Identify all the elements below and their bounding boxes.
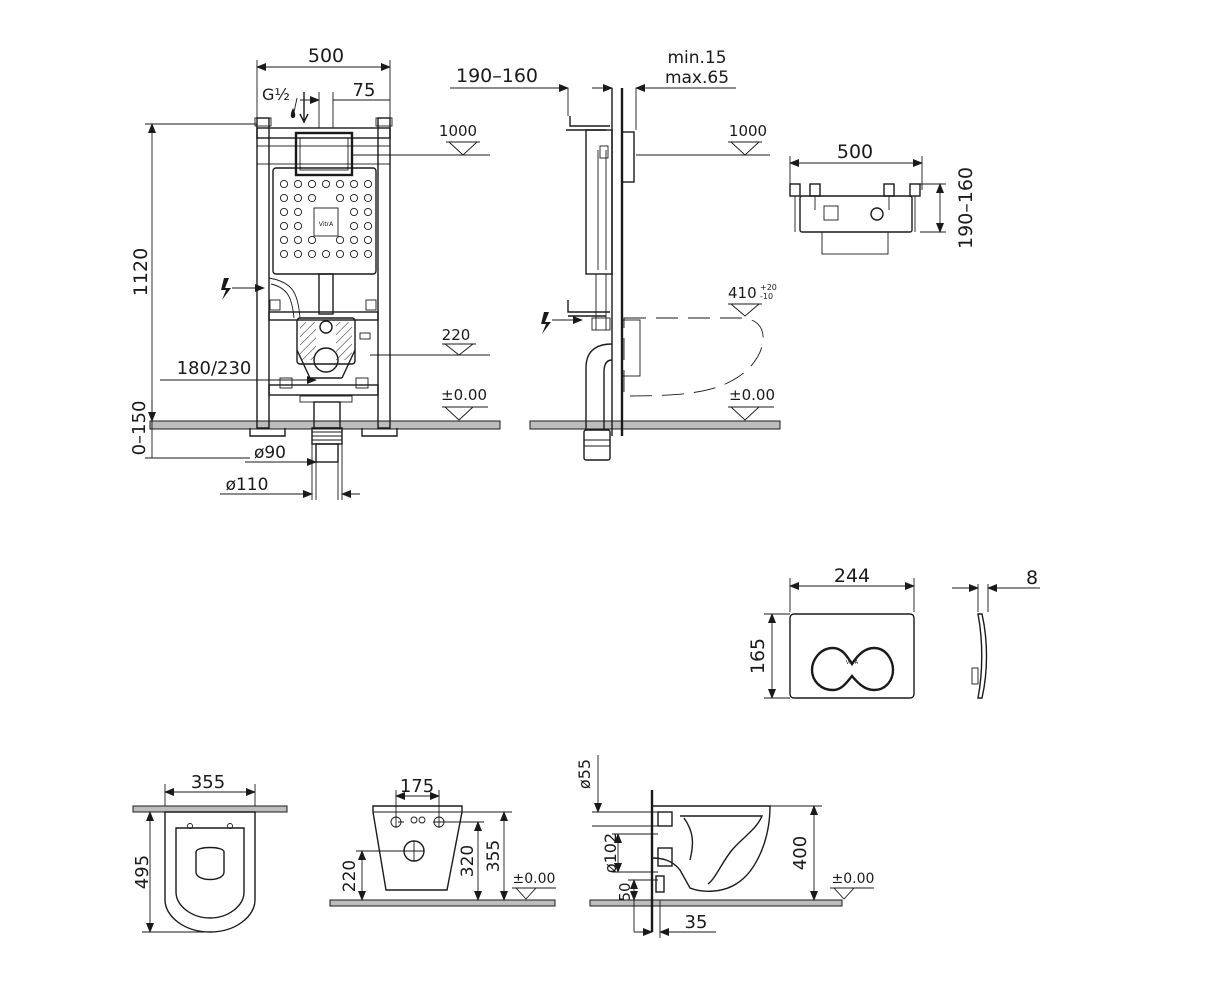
cistern-hole [335, 235, 345, 245]
cistern-hole [279, 221, 289, 231]
cistern-hole [363, 235, 373, 245]
dim-wall-min: min.15 [667, 48, 726, 68]
dim-plate-thickness: 8 [1026, 567, 1038, 589]
cistern-hole [279, 235, 289, 245]
dim-bowl-tol-plus: +20 [760, 283, 777, 292]
actuator-window [294, 131, 354, 177]
level-1000-side: 1000 [729, 122, 767, 140]
cistern-holes [279, 179, 373, 259]
cistern-hole [335, 193, 345, 203]
frame-top-view: 500 190–160 [789, 141, 977, 255]
cistern-hole [363, 221, 373, 231]
cistern-hole [363, 207, 373, 217]
dim-bowl-tol-minus: -10 [760, 292, 773, 301]
wc-bowl-back [372, 805, 463, 891]
plate-brand-logo: VitrA [846, 660, 859, 666]
dim-frame-width: 500 [308, 45, 344, 67]
dim-pipe-90: ø90 [254, 443, 286, 463]
cistern-hole [349, 249, 359, 259]
top-frame-body [799, 195, 913, 233]
cistern-hole [307, 249, 317, 259]
cistern-hole [363, 193, 373, 203]
dim-bowl-height: 410 [728, 284, 757, 302]
dim-top-depth: 190–160 [955, 167, 977, 249]
cistern-hole [321, 249, 331, 259]
water-drop-icon [290, 108, 296, 118]
cistern-hole [335, 179, 345, 189]
flush-plate-profile [977, 613, 988, 699]
cistern-hole [279, 179, 289, 189]
cistern-hole [349, 193, 359, 203]
cistern-hole [363, 179, 373, 189]
dim-wc-length: 495 [132, 855, 153, 889]
level-220: 220 [442, 326, 471, 344]
dim-pipe-110: ø110 [226, 475, 269, 495]
cistern-hole [321, 179, 331, 189]
wc-bowl-side [651, 805, 771, 892]
dim-outlet: ø102 [601, 833, 620, 873]
cistern-hole [293, 193, 303, 203]
dim-wc-height: 400 [790, 836, 811, 870]
cistern-hole [349, 207, 359, 217]
wc-side-view: ø55 ø102 50 35 400 ±0.00 [575, 755, 874, 938]
cistern-hole [293, 249, 303, 259]
electrical-icon-side [541, 312, 551, 334]
dim-height-320: 320 [458, 845, 478, 877]
level-zero-back: ±0.00 [513, 871, 556, 887]
cistern-hole [363, 249, 373, 259]
wc-bowl-top [164, 811, 256, 933]
left-upright [256, 117, 270, 429]
dim-wall-max: max.65 [665, 68, 729, 88]
dim-plate-height: 165 [747, 638, 769, 674]
right-upright [377, 117, 391, 429]
dim-wc-width: 355 [191, 772, 225, 793]
cistern-hole [349, 221, 359, 231]
cistern-hole [349, 179, 359, 189]
electrical-icon [221, 278, 231, 300]
flush-plate-view: 244 VitrA 165 8 [747, 565, 1040, 699]
dim-offset-75: 75 [353, 80, 376, 101]
cistern-hole [307, 179, 317, 189]
dim-bolt-spacing: 175 [400, 776, 434, 797]
dim-top-width: 500 [837, 141, 873, 163]
brand-logo: VitrA [319, 221, 334, 228]
floor-side [529, 420, 781, 430]
frame-front-view: VitrA 500 [129, 45, 501, 500]
cistern-hole [293, 207, 303, 217]
label-g-half: G½ [262, 85, 290, 104]
connection-plate [296, 317, 356, 365]
flush-buttons [810, 646, 895, 692]
dim-inlet: ø55 [575, 759, 594, 789]
dim-frame-height: 1120 [130, 248, 152, 296]
frame-side-view: 190–160 min.15 max.65 1000 410 +20 -10 ±… [450, 48, 781, 461]
cistern-hole [307, 193, 317, 203]
dim-drain-height: 180/230 [177, 358, 252, 379]
cistern-hole [335, 249, 345, 259]
level-1000: 1000 [439, 122, 477, 140]
level-zero-side: ±0.00 [729, 386, 775, 404]
cistern-hole [307, 235, 317, 245]
cistern-hole [279, 207, 289, 217]
floor-front [149, 420, 501, 430]
dim-frame-depth: 190–160 [456, 65, 538, 87]
cistern-hole [349, 235, 359, 245]
cistern-hole [293, 179, 303, 189]
dim-height-220: 220 [340, 860, 360, 892]
dim-35: 35 [685, 912, 708, 933]
wc-back-view: 175 220 320 355 ±0.00 [329, 776, 556, 907]
level-zero-wc-side: ±0.00 [832, 871, 875, 887]
flush-plate [789, 613, 915, 699]
cistern-hole [293, 235, 303, 245]
bowl-outline-dashed [623, 317, 764, 397]
wc-top-view: 355 495 [132, 772, 288, 933]
cistern-hole [279, 249, 289, 259]
level-zero-front: ±0.00 [441, 386, 487, 404]
dim-plate-width: 244 [834, 565, 870, 587]
dim-height-355: 355 [484, 840, 504, 872]
cistern-hole [279, 193, 289, 203]
dim-50: 50 [616, 882, 634, 901]
dim-floor-range: 0–150 [129, 401, 150, 456]
cistern-hole [293, 221, 303, 231]
